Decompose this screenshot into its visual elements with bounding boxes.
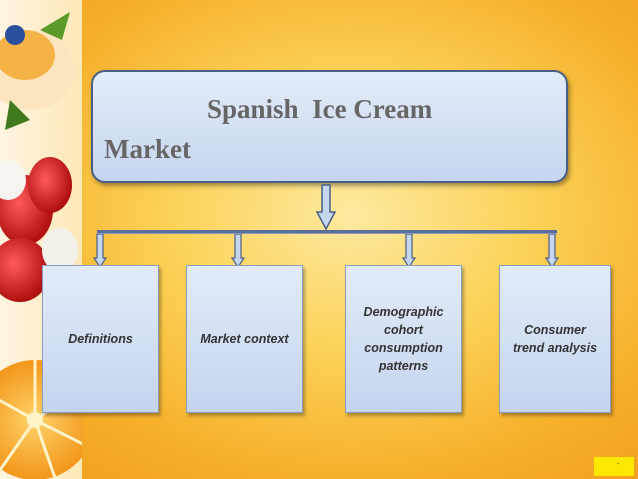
title-line-1: Spanish Ice Cream <box>207 94 433 124</box>
box-label-demographic-cohort: Demographic cohort consumption patterns <box>363 305 444 373</box>
box-label-definitions: Definitions <box>68 332 133 346</box>
box-label-consumer-trend: Consumer trend analysis <box>512 323 598 355</box>
arrow-to-consumer-trend <box>544 233 560 269</box>
slide-number-box: - <box>594 457 634 476</box>
horizontal-connector-shadow <box>97 233 557 234</box>
central-arrow <box>315 184 337 231</box>
arrow-to-market-context <box>230 233 246 269</box>
arrow-to-definitions <box>92 233 108 269</box>
box-consumer-trend: Consumer trend analysis <box>499 265 611 413</box>
title-box: Spanish Ice Cream Market <box>91 70 568 183</box>
box-definitions: Definitions <box>42 265 159 413</box>
box-demographic-cohort: Demographic cohort consumption patterns <box>345 265 462 413</box>
horizontal-connector <box>97 230 557 233</box>
title-line-2: Market <box>104 134 191 164</box>
slide-number: - <box>617 459 620 468</box>
arrow-to-demographic <box>401 233 417 269</box>
box-label-market-context: Market context <box>200 332 289 346</box>
box-market-context: Market context <box>186 265 303 413</box>
